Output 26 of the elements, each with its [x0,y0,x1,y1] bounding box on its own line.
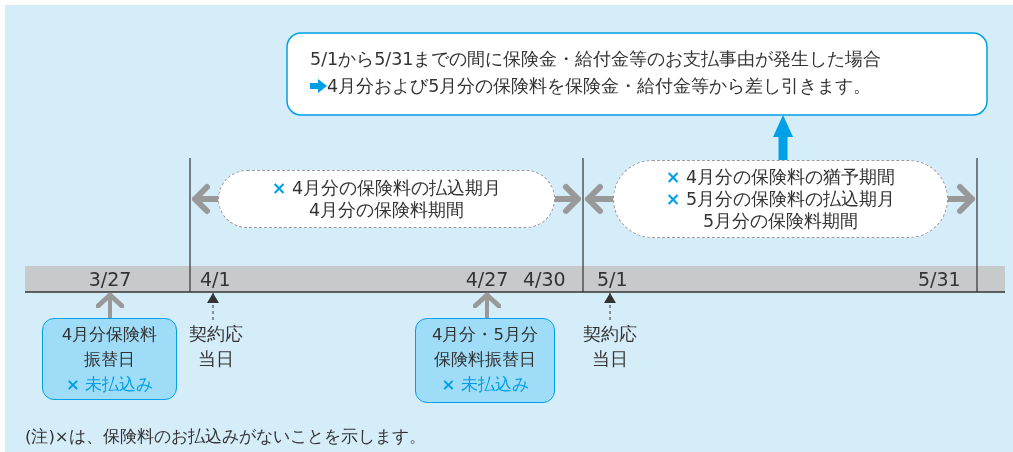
arrow [472,292,502,318]
period-pill [218,170,555,228]
contract-anniversary-label: 契約応当日 [581,322,639,374]
transfer-date-box [42,318,177,400]
date-label: 4/30 [523,267,566,292]
callout-text: 4月分および5月分の保険料を保険金・給付金等から差し引きます。 [327,76,872,96]
period-text: × 4月分の保険料の払込期月 [271,177,502,199]
callout-text: 5/1から5/31までの間に保険金・給付金等のお支払事由が発生した場合 [310,49,882,69]
transfer-date-text: 4月分保険料振替日 [60,324,159,371]
date-label: 5/31 [918,267,961,292]
leader-line [207,292,219,321]
unpaid-status: × 未払込み [440,374,530,396]
date-label: 3/27 [86,266,134,292]
transfer-date-box [415,318,555,403]
period-text: 5月分の保険料期間 [702,210,859,232]
arrow [773,115,793,160]
unpaid-status: × 未払込み [64,374,155,396]
note-text: (注)×は、保険料のお払込みがないことを示します。 [25,426,426,448]
arrow [95,292,125,318]
period-text: × 5月分の保険料の払込期月 [665,188,896,210]
contract-anniversary-label: 契約応当日 [187,322,245,374]
period-text: 4月分の保険料期間 [308,199,465,221]
period-text: × 4月分の保険料の猶予期間 [665,166,896,188]
transfer-date-text: 4月分・5月分保険料振替日 [431,324,539,371]
leader-line [604,292,616,321]
date-label: 4/27 [462,266,512,292]
